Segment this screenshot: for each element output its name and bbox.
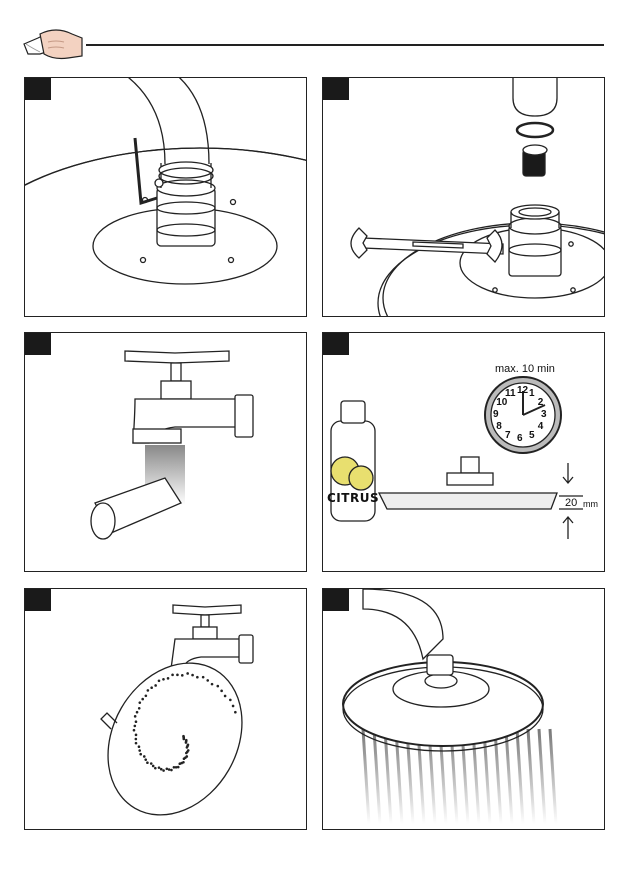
spray-line <box>363 729 369 824</box>
clock-number: 3 <box>541 409 547 420</box>
nozzle-dot <box>134 715 137 718</box>
nozzle-dot <box>187 749 190 752</box>
nozzle-dot <box>202 676 205 679</box>
nozzle-dot <box>138 701 141 704</box>
nozzle-dot <box>146 761 149 764</box>
citrus-soak-icon <box>323 333 605 572</box>
nozzle-dot <box>170 769 173 772</box>
step-panel-3 <box>24 332 307 572</box>
nozzle-dot <box>143 755 146 758</box>
nozzle-dot <box>171 674 174 677</box>
nozzle-dot <box>162 678 165 681</box>
nozzle-dot <box>138 707 141 710</box>
step-panel-2 <box>322 77 605 317</box>
step-panel-6 <box>322 588 605 830</box>
nozzle-dot <box>220 690 223 693</box>
nozzle-dot <box>158 679 161 682</box>
nozzle-dot <box>133 729 136 732</box>
nozzle-dot <box>135 734 138 737</box>
nozzle-dot <box>176 674 179 677</box>
nozzle-dot <box>234 711 237 714</box>
clock-number: 9 <box>493 409 499 420</box>
spray-line <box>528 729 534 824</box>
spray-line <box>517 729 523 824</box>
nozzle-dot <box>187 743 190 746</box>
spray-line <box>550 729 556 824</box>
nozzle-dot <box>135 720 138 723</box>
bottle-label: CITRUS <box>327 491 379 505</box>
nozzle-dot <box>224 695 227 698</box>
nozzle-dot <box>154 767 157 770</box>
timer-label: max. 10 min <box>495 363 555 375</box>
nozzle-dot <box>185 739 188 742</box>
nozzle-dot <box>150 686 153 689</box>
nozzle-dot <box>216 685 219 688</box>
nozzle-dot <box>211 683 214 686</box>
nozzle-dot <box>160 768 163 771</box>
nozzle-dot <box>185 755 188 758</box>
spray-line <box>506 729 512 824</box>
nozzle-dot <box>229 699 232 702</box>
nozzle-dot <box>181 674 184 677</box>
nozzle-dot <box>167 677 170 680</box>
wrench-connector-icon <box>323 78 605 317</box>
nozzle-dot <box>135 738 138 741</box>
nozzle-dot <box>162 769 165 772</box>
nozzle-dot <box>158 766 161 769</box>
clock-number: 11 <box>505 388 516 399</box>
nozzle-dot <box>177 766 180 769</box>
nozzle-dot <box>232 705 235 708</box>
clock-number: 6 <box>517 433 523 444</box>
nozzle-dot <box>206 679 209 682</box>
spray-line <box>374 729 380 824</box>
clock-number: 2 <box>538 397 544 408</box>
nozzle-dot <box>196 676 199 679</box>
showerhead-spray-icon <box>323 589 605 830</box>
nozzle-dot <box>191 674 194 677</box>
nozzle-dot <box>168 768 171 771</box>
nozzle-dot <box>182 735 185 738</box>
clock-number: 4 <box>538 421 544 432</box>
nozzle-dot <box>154 684 157 687</box>
nozzle-dot <box>152 765 155 768</box>
nozzle-dot <box>147 689 150 692</box>
nozzle-dot <box>135 742 138 745</box>
nozzle-dot <box>141 698 144 701</box>
step-panel-1 <box>24 77 307 317</box>
clock-number: 5 <box>529 430 535 441</box>
step-panel-5 <box>24 588 307 830</box>
nozzle-dot <box>138 749 141 752</box>
nozzle-dot <box>144 758 147 761</box>
clock-number: 1 <box>529 388 535 399</box>
nozzle-dot <box>186 672 189 675</box>
nozzle-dot <box>136 711 139 714</box>
faucet-filter-rinse-icon <box>25 333 307 572</box>
clock-number: 12 <box>517 385 528 396</box>
nozzle-dot <box>166 767 169 770</box>
clock-number: 8 <box>496 421 502 432</box>
spray-line <box>539 729 545 824</box>
nozzle-dot <box>150 762 153 765</box>
faucet-showerhead-rinse-icon <box>25 589 307 830</box>
nozzle-dot <box>139 753 142 756</box>
nozzle-dot <box>145 695 148 698</box>
nozzle-dot <box>138 745 141 748</box>
nozzle-dot <box>134 725 137 728</box>
header-rule <box>86 44 604 46</box>
shower-arm-hex-key-icon <box>25 78 307 317</box>
cleaning-hand-icon <box>22 24 84 66</box>
clock-number: 7 <box>505 430 511 441</box>
depth-value: 20 <box>565 497 577 509</box>
depth-unit: mm <box>583 499 598 509</box>
nozzle-dot <box>182 761 185 764</box>
